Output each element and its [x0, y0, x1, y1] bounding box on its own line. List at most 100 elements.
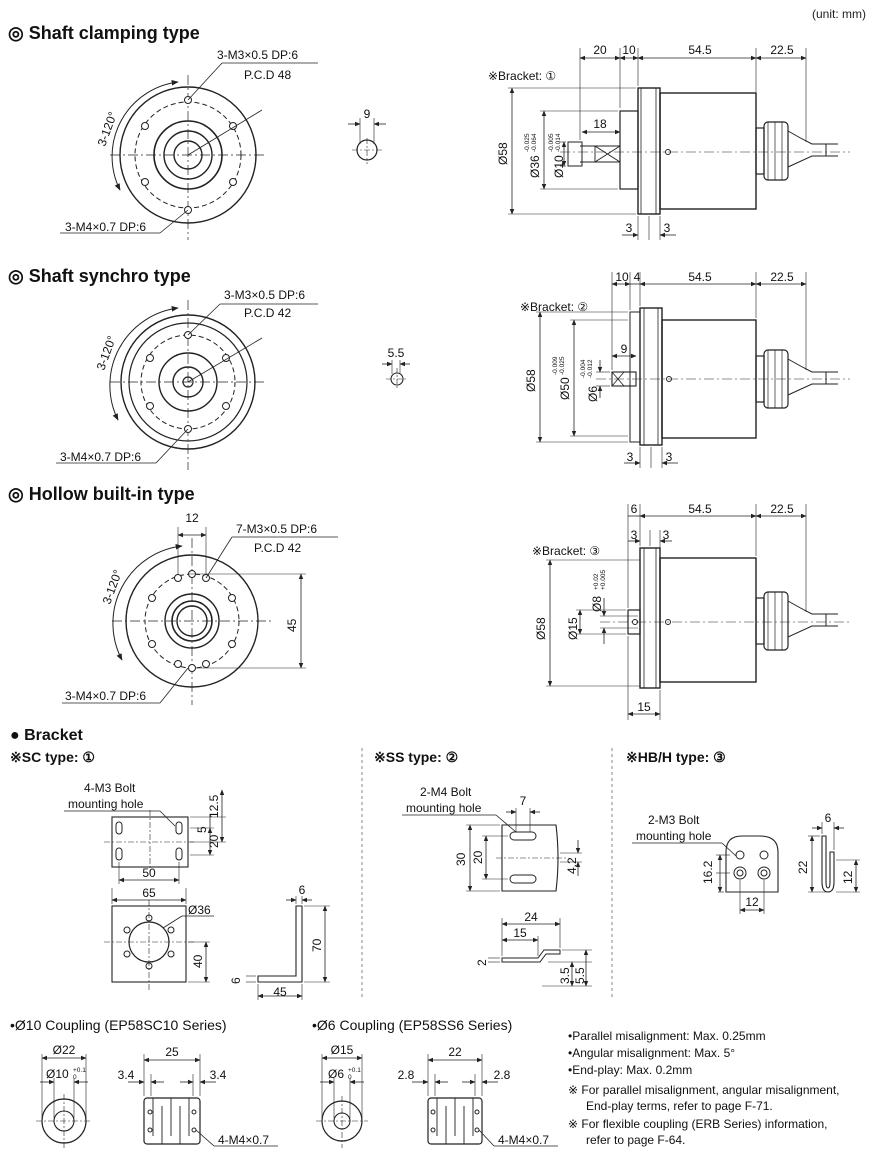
dim-dia-boss-hollow: Ø15: [566, 617, 580, 640]
dim-bottom-2: 3: [664, 221, 671, 235]
dim-dia-shaft-tol-upper-synchro: -0.004: [580, 359, 587, 378]
bracket-ss-dim-w3: 15: [513, 926, 527, 940]
bracket-sc-bolt-line2: mounting hole: [68, 797, 144, 811]
dim-bottom-hollow: 15: [637, 700, 651, 714]
coupling-6-title: •Ø6 Coupling (EP58SS6 Series): [312, 1017, 512, 1033]
coupling-6-screw: 4-M4×0.7: [498, 1133, 549, 1147]
coupling-10-title: •Ø10 Coupling (EP58SC10 Series): [10, 1017, 227, 1033]
dim-dia-pilot-tol-lower: -0.064: [531, 133, 538, 152]
coupling-6-end-left: 2.8: [398, 1068, 415, 1082]
bracket-sc: ※SC type: ① 4-M3 Bolt mounting hole 12.5…: [10, 749, 330, 1000]
note-endplay: •End-play: Max. 0.2mm: [568, 1063, 692, 1077]
bracket-ss-dim-h1: 30: [454, 852, 468, 866]
label-pcd-synchro: P.C.D 42: [244, 306, 291, 320]
side-view-shaft-synchro: 10 4 54.5 22.5 ※Bracket: ② 9 Ø58 Ø50 -0.…: [520, 270, 850, 468]
bracket-ref-synchro: ※Bracket: ②: [520, 300, 588, 314]
dim-bottom-1: 3: [626, 221, 633, 235]
coupling-6-bore-tol-upper: +0.1: [348, 1067, 361, 1074]
bracket-ss-dim-w2: 24: [524, 910, 538, 924]
coupling-6-end-right: 2.8: [494, 1068, 511, 1082]
bracket-sc-title: ※SC type: ①: [10, 749, 95, 765]
dim-dia-bore-tol-upper-hollow: +0.02: [593, 573, 600, 590]
bracket-sc-dim-w3: 45: [273, 985, 287, 999]
coupling-10: •Ø10 Coupling (EP58SC10 Series) Ø22 Ø10 …: [10, 1017, 278, 1150]
bracket-ss-bolt-line1: 2-M4 Bolt: [420, 785, 472, 799]
dim-top-3: 54.5: [688, 43, 712, 57]
bracket-ref-hollow: ※Bracket: ③: [532, 544, 600, 558]
bracket-ss-title: ※SS type: ②: [374, 749, 458, 765]
bracket-ss-dim-t: 2: [475, 959, 489, 966]
bracket-ss-dim-h5: 5.5: [573, 967, 587, 984]
bracket-heading: ● Bracket: [10, 727, 83, 744]
coupling-10-dia-outer: Ø22: [53, 1043, 76, 1057]
label-bottom-holes-hollow: 3-M4×0.7 DP:6: [65, 689, 146, 703]
bracket-hb-dim-h3: 12: [841, 870, 855, 884]
shaft-end-view-clamping: 9: [348, 107, 386, 164]
coupling-10-dia-bore: Ø10: [46, 1067, 69, 1081]
note-ref-1-line1: ※ For parallel misalignment, angular mis…: [568, 1083, 840, 1097]
label-mount-holes: 3-M3×0.5 DP:6: [217, 48, 298, 62]
notes: •Parallel misalignment: Max. 0.25mm •Ang…: [568, 1029, 840, 1147]
coupling-6-dia-outer: Ø15: [331, 1043, 354, 1057]
bracket-hb: ※HB/H type: ③ 2-M3 Bolt mounting hole 16…: [626, 749, 860, 914]
bracket-sc-dim-h5: 70: [310, 938, 324, 952]
bracket-hb-bolt-line1: 2-M3 Bolt: [648, 813, 700, 827]
label-mount-holes-synchro: 3-M3×0.5 DP:6: [224, 288, 305, 302]
bracket-ref: ※Bracket: ①: [488, 69, 556, 83]
dim-dia-shaft-tol-upper: -0.005: [548, 133, 555, 152]
dim-dia-shaft-synchro: Ø6: [586, 386, 600, 402]
bracket-hb-dim-w2: 6: [825, 811, 832, 825]
front-view-hollow: 12 7-M3×0.5 DP:6 P.C.D 42 45 3-120° 3-M4…: [62, 511, 338, 705]
label-angle-synchro: 3-120°: [94, 334, 119, 372]
dim-height-hollow: 45: [285, 618, 299, 632]
label-bottom-holes: 3-M4×0.7 DP:6: [65, 220, 146, 234]
bracket-sc-dim-h2: 5: [195, 826, 209, 833]
note-ref-2-line1: ※ For flexible coupling (ERB Series) inf…: [568, 1117, 828, 1131]
bracket-sc-dim-h4: 40: [191, 954, 205, 968]
dim-shaft-length: 18: [593, 117, 607, 131]
coupling-10-length: 25: [165, 1045, 179, 1059]
dim-dia-outer: Ø58: [496, 142, 510, 165]
label-mount-holes-hollow: 7-M3×0.5 DP:6: [236, 522, 317, 536]
front-view-shaft-synchro: 3-M3×0.5 DP:6 P.C.D 42 3-120° 3-M4×0.7 D…: [56, 288, 318, 470]
dim-top-2-hollow: 54.5: [688, 502, 712, 516]
dim-dia-bore-hollow: Ø8: [590, 596, 604, 612]
label-pcd: P.C.D 48: [244, 68, 291, 82]
coupling-10-end-left: 3.4: [118, 1068, 135, 1082]
coupling-6-bore-tol-lower: 0: [348, 1074, 352, 1081]
shaft-end-view-synchro: 5.5: [382, 346, 410, 390]
front-view-shaft-clamping: 3-M3×0.5 DP:6 P.C.D 48 3-120° 3-M4×0.7 D…: [60, 48, 318, 240]
dim-top-3-hollow: 22.5: [770, 502, 794, 516]
section-title-hollow: ◎ Hollow built-in type: [8, 484, 195, 504]
bracket-ss-bolt-line2: mounting hole: [406, 801, 482, 815]
dim-top-1-synchro: 10: [615, 270, 629, 284]
dim-top-2-synchro: 4: [634, 270, 641, 284]
side-view-shaft-clamping: 20 10 54.5 22.5 ※Bracket: ① 18 Ø58 Ø36 -…: [488, 43, 850, 240]
bracket-ss-dim-h4: 3.5: [558, 967, 572, 984]
dim-top-1: 20: [593, 43, 607, 57]
bracket-hb-bolt-line2: mounting hole: [636, 829, 712, 843]
coupling-10-bore-tol-lower: 0: [73, 1074, 77, 1081]
note-ref-2-line2: refer to page F-64.: [586, 1133, 685, 1147]
dim-top-1-hollow: 6: [631, 502, 638, 516]
dim-dia-shaft: Ø10: [552, 155, 566, 178]
section-title-shaft-synchro: ◎ Shaft synchro type: [8, 266, 191, 286]
coupling-10-end-right: 3.4: [210, 1068, 227, 1082]
dim-dia-outer-hollow: Ø58: [534, 617, 548, 640]
dim-dia-outer-synchro: Ø58: [524, 369, 538, 392]
bracket-sc-dim-h1: 12.5: [207, 794, 221, 818]
dim-dia-shaft-tol-lower-synchro: -0.012: [587, 359, 594, 378]
side-view-hollow: 6 54.5 22.5 3 3 ※Bracket: ③ Ø58 Ø8 +0.02…: [532, 502, 850, 720]
bracket-ss-dim-w1: 7: [520, 794, 527, 808]
unit-note: (unit: mm): [812, 7, 866, 21]
coupling-10-bore-tol-upper: +0.1: [73, 1067, 86, 1074]
dim-shaft-length-synchro: 9: [621, 342, 628, 356]
dim-dia-pilot-tol-upper-synchro: -0.009: [552, 356, 559, 375]
dim-top-2: 10: [622, 43, 636, 57]
dim-dia-pilot-synchro: Ø50: [558, 377, 572, 400]
label-angle-hollow: 3-120°: [100, 568, 125, 606]
bracket-ss-dim-h2: 20: [471, 850, 485, 864]
dim-sub-1-hollow: 3: [631, 528, 638, 542]
dim-top-3-synchro: 54.5: [688, 270, 712, 284]
